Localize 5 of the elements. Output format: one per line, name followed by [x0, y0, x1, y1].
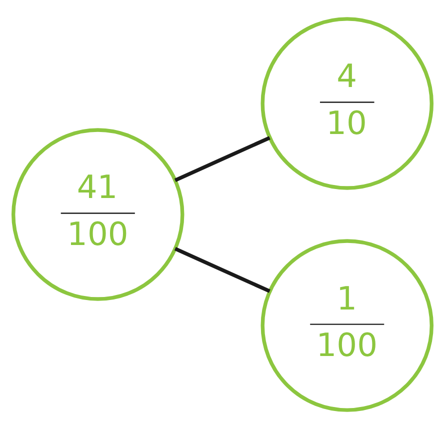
node-circle: 41 100	[12, 128, 184, 301]
node-circle: 4 10	[260, 17, 434, 190]
connector	[174, 136, 270, 182]
connector	[174, 247, 270, 293]
node-circle: 1 100	[260, 239, 434, 412]
